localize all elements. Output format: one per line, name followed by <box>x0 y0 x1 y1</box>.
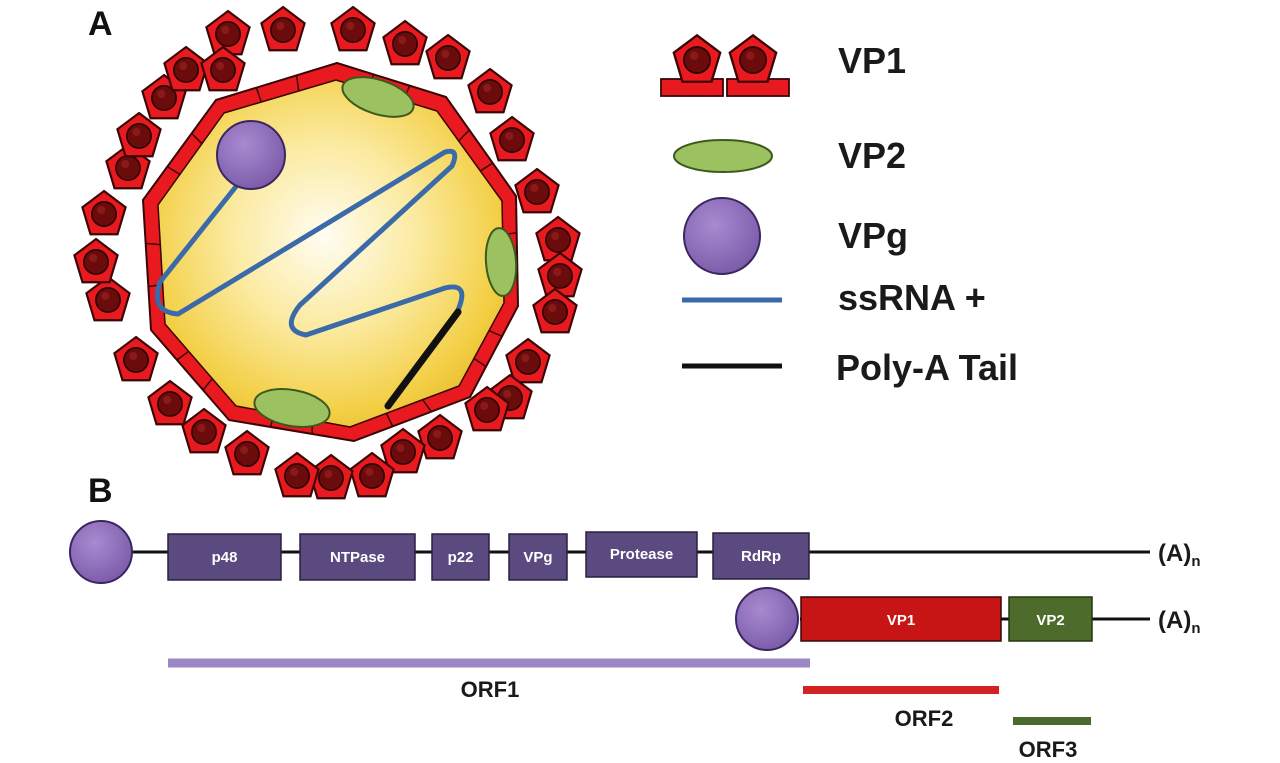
polya-tail-strand <box>384 308 462 410</box>
vp1-capsomer-icon <box>382 19 428 66</box>
vp1-capsomer-icon <box>660 34 790 97</box>
legend-label-polya: Poly-A Tail <box>836 347 1018 388</box>
capsid-segment-divider <box>458 129 470 142</box>
gene-vpg: VPg <box>508 533 568 581</box>
capsid-segment-divider <box>176 350 190 361</box>
orf3-label: ORF3 <box>1019 737 1078 762</box>
vp1-capsomer-icon <box>205 9 251 56</box>
gene-label-p22: p22 <box>448 549 474 566</box>
vp2-protein-icon <box>253 388 331 428</box>
capsid-segment-divider <box>479 162 494 172</box>
vp2-protein-icon <box>341 76 415 118</box>
genomic-vpg-icon <box>69 520 133 584</box>
vp1-capsomer-icon <box>116 111 162 158</box>
vp1-capsomer-icon <box>181 407 227 454</box>
vp2-protein-icon <box>484 227 518 297</box>
subgenomic-vpg-icon <box>735 587 799 651</box>
gene-vp2: VP2 <box>1008 596 1093 642</box>
capsid-segment-divider <box>422 399 432 413</box>
orf2-label: ORF2 <box>895 706 954 731</box>
panel-label-b: B <box>88 472 113 510</box>
capsid-segment-divider <box>191 132 203 145</box>
legend-label-ssrna: ssRNA + <box>838 277 986 318</box>
vp1-capsomer-icon <box>467 67 513 114</box>
virion-core <box>157 79 505 428</box>
capsid-segment-divider <box>473 357 487 368</box>
vp1-capsomer-icon <box>417 413 463 460</box>
capsid-segment-divider <box>145 242 161 246</box>
legend-label-vpg: VPg <box>838 215 908 256</box>
orf1-label: ORF1 <box>461 677 520 702</box>
vp1-capsomer-icon <box>514 167 560 214</box>
gene-protease: Protease <box>585 531 698 578</box>
gene-label-vp1: VP1 <box>887 612 915 629</box>
vp1-capsomer-icon <box>81 189 127 236</box>
gene-label-rdrp: RdRp <box>741 548 781 565</box>
gene-ntpase: NTPase <box>299 533 416 581</box>
vp1-capsomer-icon <box>274 451 320 498</box>
vpg-protein-icon <box>216 120 286 190</box>
vp1-capsomer-icon <box>505 337 551 384</box>
gene-rdrp: RdRp <box>712 532 810 580</box>
gene-label-protease: Protease <box>610 546 673 563</box>
legend-label-vp1: VP1 <box>838 40 906 81</box>
vp1-capsomer-icon <box>224 429 270 476</box>
gene-label-vpg: VPg <box>523 549 552 566</box>
vp1-capsomer-icon <box>163 45 209 92</box>
vp2-protein-icon <box>673 139 773 173</box>
polya-label-subgenomic: (A)n <box>1158 607 1201 637</box>
panel-label-a: A <box>88 5 113 43</box>
virion-particle <box>73 5 583 500</box>
ssrna-genome-strand <box>154 148 465 338</box>
vpg-protein-icon <box>683 197 761 275</box>
capsid-segment-divider <box>202 378 213 391</box>
vp1-capsomer-icon <box>425 33 471 80</box>
vp1-capsomer-icon <box>489 115 535 162</box>
vp1-capsomer-icon <box>85 275 131 322</box>
capsid-segment-divider <box>488 329 503 338</box>
capsid-segment-divider <box>385 413 394 427</box>
legend: VP1 VP2 VPg ssRNA + Poly-A Tail <box>660 34 1018 388</box>
capsid-segment-divider <box>255 87 263 103</box>
vp1-capsomer-icon <box>73 237 119 284</box>
capsid-segment-divider <box>295 75 300 92</box>
legend-label-vp2: VP2 <box>838 135 906 176</box>
gene-p22: p22 <box>431 533 490 581</box>
polya-label-genomic: (A)n <box>1158 540 1201 570</box>
gene-label-vp2: VP2 <box>1036 612 1064 629</box>
gene-p48: p48 <box>167 533 282 581</box>
gene-label-ntpase: NTPase <box>330 549 385 566</box>
vp1-capsomer-icon <box>147 379 193 426</box>
vp1-capsomer-icon <box>330 5 376 52</box>
vp1-capsomer-icon <box>113 335 159 382</box>
gene-label-p48: p48 <box>212 549 238 566</box>
vp1-capsomer-icon <box>260 5 306 52</box>
capsid-segment-divider <box>166 166 181 175</box>
genome-map: p48 NTPase p22 VPg Protease RdRp VP1 V <box>69 520 1201 762</box>
gene-vp1: VP1 <box>800 596 1002 642</box>
